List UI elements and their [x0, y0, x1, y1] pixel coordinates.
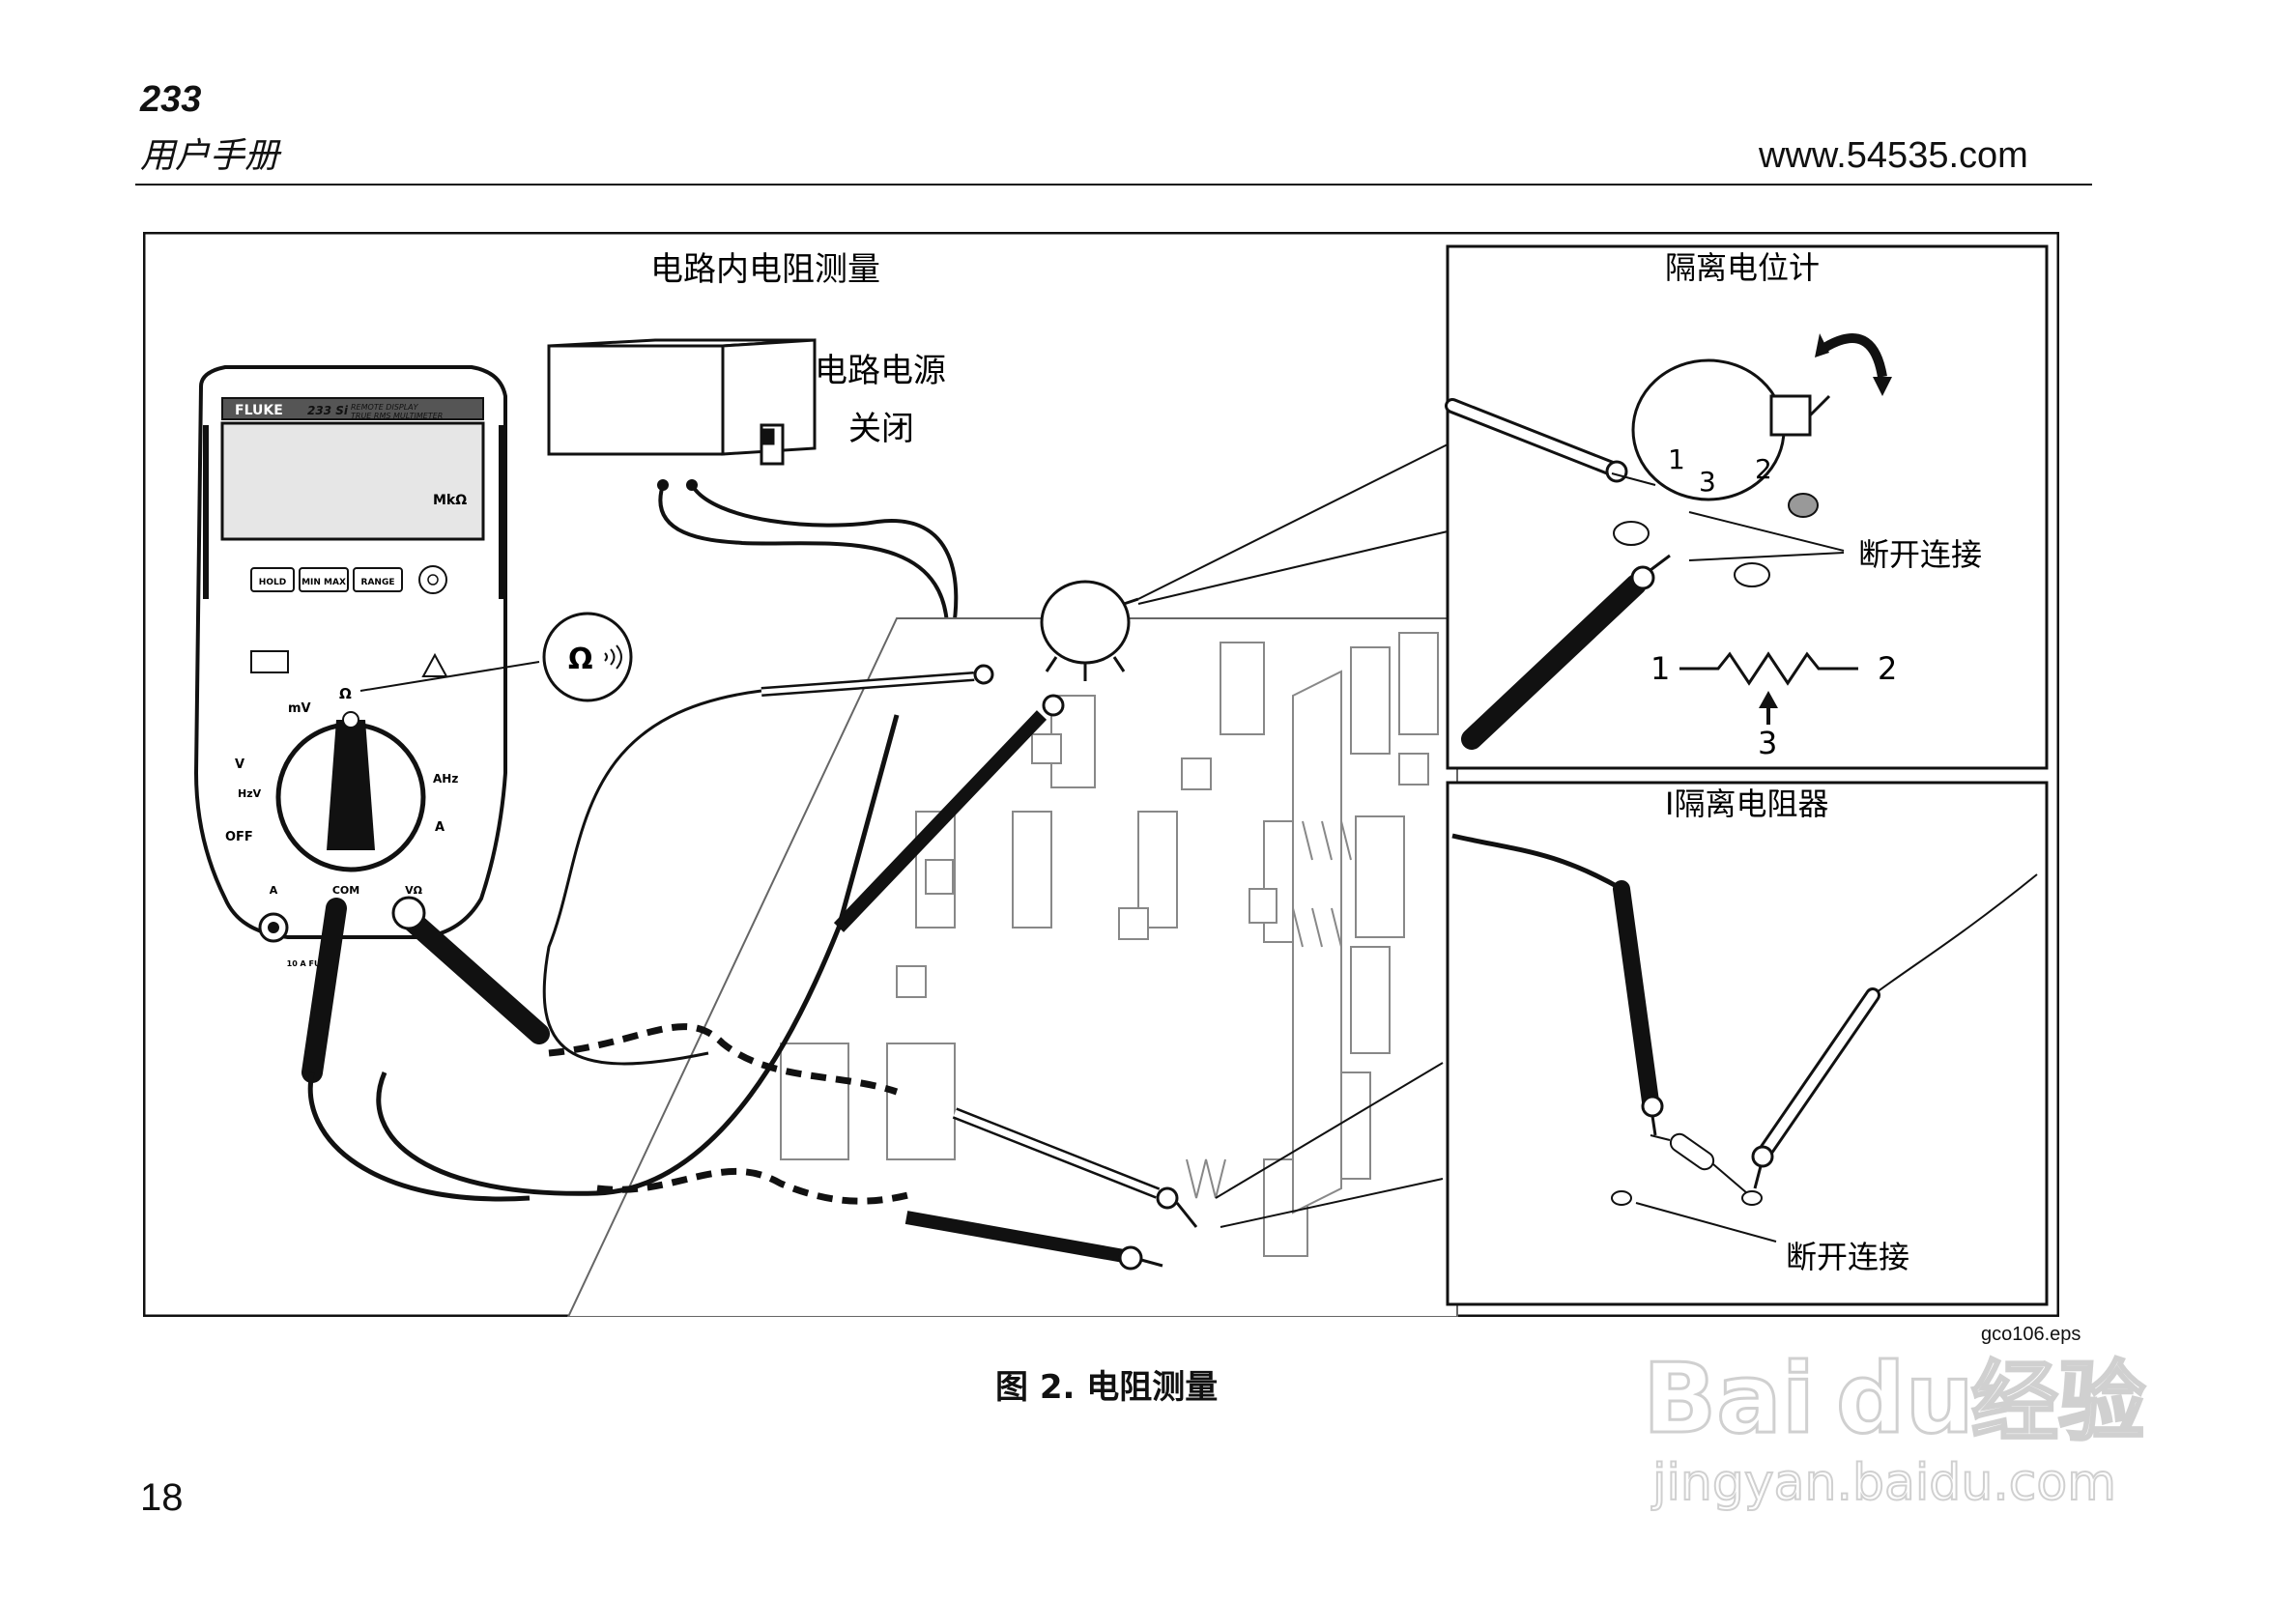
ohm-callout-circle	[542, 612, 633, 702]
wiper-arrow	[1759, 691, 1778, 708]
fused-label: 10 A FUSED	[287, 959, 338, 968]
inset-potentiometer: 隔离电位计 1 3 2 断开连接 1 2 3	[1445, 244, 2049, 770]
dashed-lead-2	[596, 1167, 917, 1205]
backlight-button	[418, 565, 447, 594]
dial-knob	[327, 720, 375, 850]
ohm-callout-symbol: Ω	[568, 643, 593, 676]
pot-pin-2: 2	[1755, 453, 1772, 485]
pot-pin-3: 3	[1699, 466, 1716, 498]
multimeter: FLUKE 233 Si REMOTE DISPLAY TRUE RMS MUL…	[193, 365, 507, 968]
meter-subtitle-2: TRUE RMS MULTIMETER	[351, 412, 443, 420]
leader-line-low2	[1220, 1178, 1444, 1228]
disconnect-label-bottom: 断开连接	[1786, 1239, 1909, 1275]
circuit-board	[566, 617, 1458, 1317]
minmax-label: MIN MAX	[301, 578, 346, 587]
dial-mv: mV	[288, 701, 311, 716]
resistor-body	[1669, 1132, 1715, 1171]
hold-label: HOLD	[259, 578, 286, 587]
supply-wire-1	[658, 484, 950, 643]
meter-brand: FLUKE	[235, 403, 283, 418]
dial-a: A	[435, 820, 445, 835]
probe-black-low	[904, 1211, 1163, 1271]
leader-line-top	[1137, 443, 1449, 600]
page-number: 18	[140, 1476, 184, 1519]
minmax-button	[299, 567, 349, 592]
figure-caption: 图 2. 电阻测量	[995, 1368, 1219, 1407]
probe-white-main	[542, 664, 994, 1066]
schematic-pin-2: 2	[1878, 650, 1897, 687]
dial-ahz: AHz	[433, 772, 458, 786]
probe-black-main	[376, 694, 1065, 1196]
meter-unit: MkΩ	[433, 493, 467, 508]
schematic-pin-1: 1	[1650, 650, 1670, 687]
pot-pin-1: 1	[1668, 443, 1685, 475]
inset-resistor: I隔离电阻器 断开连接	[1446, 781, 2049, 1306]
power-supply-box	[547, 338, 817, 466]
header-rule	[135, 184, 2092, 186]
baidu-watermark-logo: Bai du 经验 jingyan.baidu.com	[1643, 1341, 2147, 1514]
power-label-line2: 关闭	[848, 410, 914, 448]
jack-com-label: COM	[332, 884, 359, 897]
dashed-lead-1	[548, 1023, 899, 1096]
continuity-icon	[604, 644, 622, 670]
power-label-line1: 电路电源	[815, 352, 946, 390]
manual-title: 用户手册	[140, 136, 280, 176]
warning-icon	[421, 652, 448, 677]
potentiometer-on-board	[1040, 580, 1139, 681]
hold-button	[250, 567, 295, 592]
meter-subtitle-1: REMOTE DISPLAY	[351, 403, 419, 412]
svg-text:du: du	[1836, 1342, 1974, 1455]
leader-line-mid	[1137, 530, 1449, 605]
inset-pot-title: 隔离电位计	[1665, 249, 1820, 286]
rotate-arrow	[1822, 333, 1887, 378]
probe-white-low	[952, 1107, 1198, 1228]
ohm-callout-line	[359, 661, 540, 692]
disconnect-label-top: 断开连接	[1858, 536, 1982, 573]
dial-pointer	[342, 711, 359, 729]
meter-yellow-button	[250, 650, 289, 673]
svg-text:jingyan.baidu.com: jingyan.baidu.com	[1651, 1454, 2116, 1512]
figure-title: 电路内电阻测量	[650, 250, 880, 289]
com-lead	[307, 1071, 531, 1202]
range-label: RANGE	[361, 578, 395, 587]
dial-off: OFF	[225, 830, 253, 844]
jack-a-label: A	[270, 884, 278, 897]
inset-res-title: I隔离电阻器	[1665, 786, 1828, 822]
figure-file-name: gco106.eps	[1981, 1324, 2081, 1345]
schematic-pin-3: 3	[1758, 725, 1777, 761]
supply-wire-2	[690, 483, 959, 643]
dial-hzv: HzV	[238, 787, 262, 800]
jack-vohm-label: VΩ	[405, 884, 423, 897]
leader-line-low1	[1215, 1062, 1444, 1199]
header-url: www.54535.com	[1759, 135, 2028, 176]
dial-v: V	[235, 757, 244, 772]
meter-display	[220, 421, 485, 541]
v-lead-plug	[398, 907, 550, 1044]
resistor-symbol	[1679, 651, 1858, 686]
range-button	[353, 567, 403, 592]
svg-text:经验: 经验	[1971, 1352, 2145, 1453]
sun-icon	[427, 574, 439, 586]
meter-model: 233 Si	[307, 404, 349, 417]
dial-ohm: Ω	[339, 685, 352, 702]
com-lead-plug	[301, 898, 347, 1083]
manual-model: 233	[140, 79, 202, 120]
resistance-measurement-figure: 电路内电阻测量 电路电源 关闭	[143, 232, 2059, 1317]
svg-text:Bai: Bai	[1643, 1342, 1815, 1455]
